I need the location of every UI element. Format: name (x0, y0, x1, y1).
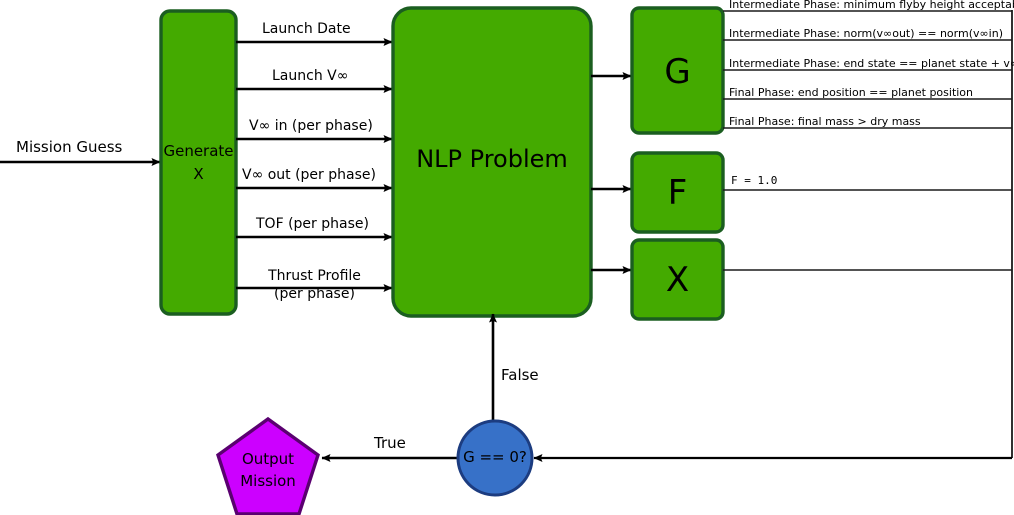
constraint-lines (723, 10, 1012, 129)
node-x-box (630, 238, 725, 321)
thrust-profile-line2: (per phase) (274, 286, 355, 302)
node-decision (456, 419, 534, 497)
thrust-profile-line1: Thrust Profile (268, 268, 361, 284)
constraint-label-1: Intermediate Phase: norm(v∞out) == norm(… (729, 27, 1003, 40)
node-nlp-problem (391, 6, 593, 318)
edge-label-launch-date: Launch Date (262, 21, 351, 37)
edge-label-vinf-in: V∞ in (per phase) (249, 118, 373, 134)
edge-label-true: True (374, 434, 406, 452)
node-f-box (630, 151, 725, 234)
constraint-label-2: Intermediate Phase: end state == planet … (729, 57, 1014, 70)
edge-label-vinf-out: V∞ out (per phase) (242, 167, 376, 183)
constraint-label-3: Final Phase: end position == planet posi… (729, 86, 974, 99)
edge-label-thrust-profile: Thrust Profile (per phase) (257, 267, 372, 303)
edge-label-mission-guess: Mission Guess (16, 138, 123, 156)
constraint-label-0: Intermediate Phase: minimum flyby height… (729, 0, 1014, 11)
edge-label-f-value: F = 1.0 (731, 174, 778, 187)
constraint-label-4: Final Phase: final mass > dry mass (729, 115, 921, 128)
edge-label-launch-vinf: Launch V∞ (272, 68, 349, 84)
node-g-box (630, 6, 725, 135)
edge-label-tof: TOF (per phase) (256, 216, 369, 232)
feedback-bus (533, 10, 1013, 462)
node-output-mission (216, 416, 320, 515)
edge-label-false: False (501, 366, 539, 384)
node-generate-x (159, 9, 238, 316)
